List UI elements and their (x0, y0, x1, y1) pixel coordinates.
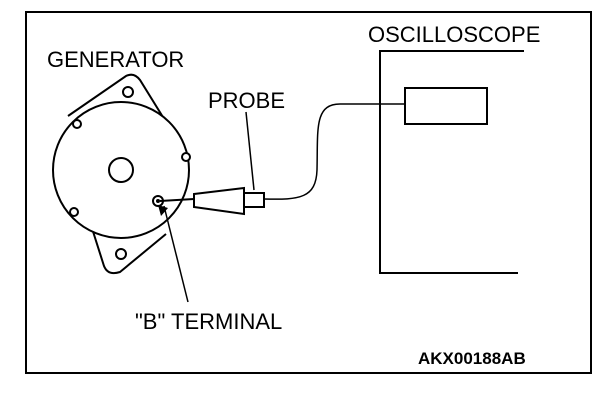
probe-tip (159, 198, 195, 202)
probe (159, 103, 405, 216)
oscilloscope-input-jack (404, 87, 488, 125)
generator-shaft-hub (108, 157, 134, 183)
oscilloscope (379, 50, 524, 274)
probe-connector (243, 192, 265, 208)
bolt-hole-bottom (115, 248, 127, 260)
generator-label: GENERATOR (47, 47, 184, 72)
generator (52, 73, 191, 275)
probe-cable (263, 103, 405, 200)
figure-code: AKX00188AB (418, 349, 526, 368)
b-terminal-arrow (158, 205, 168, 216)
oscilloscope-body (379, 50, 524, 274)
bolt-hole-lower-left (69, 207, 79, 217)
oscilloscope-label: OSCILLOSCOPE (368, 22, 540, 47)
figure-frame (25, 11, 592, 374)
bolt-hole-left (72, 119, 82, 129)
b-terminal-label: "B" TERMINAL (135, 309, 282, 334)
probe-leader-line (245, 111, 255, 191)
bolt-hole-right (181, 152, 191, 162)
b-terminal-post (156, 199, 160, 203)
probe-label: PROBE (208, 88, 285, 113)
b-terminal-leader-line (163, 205, 189, 303)
bolt-hole-top (122, 86, 134, 98)
probe-handle (193, 186, 245, 216)
